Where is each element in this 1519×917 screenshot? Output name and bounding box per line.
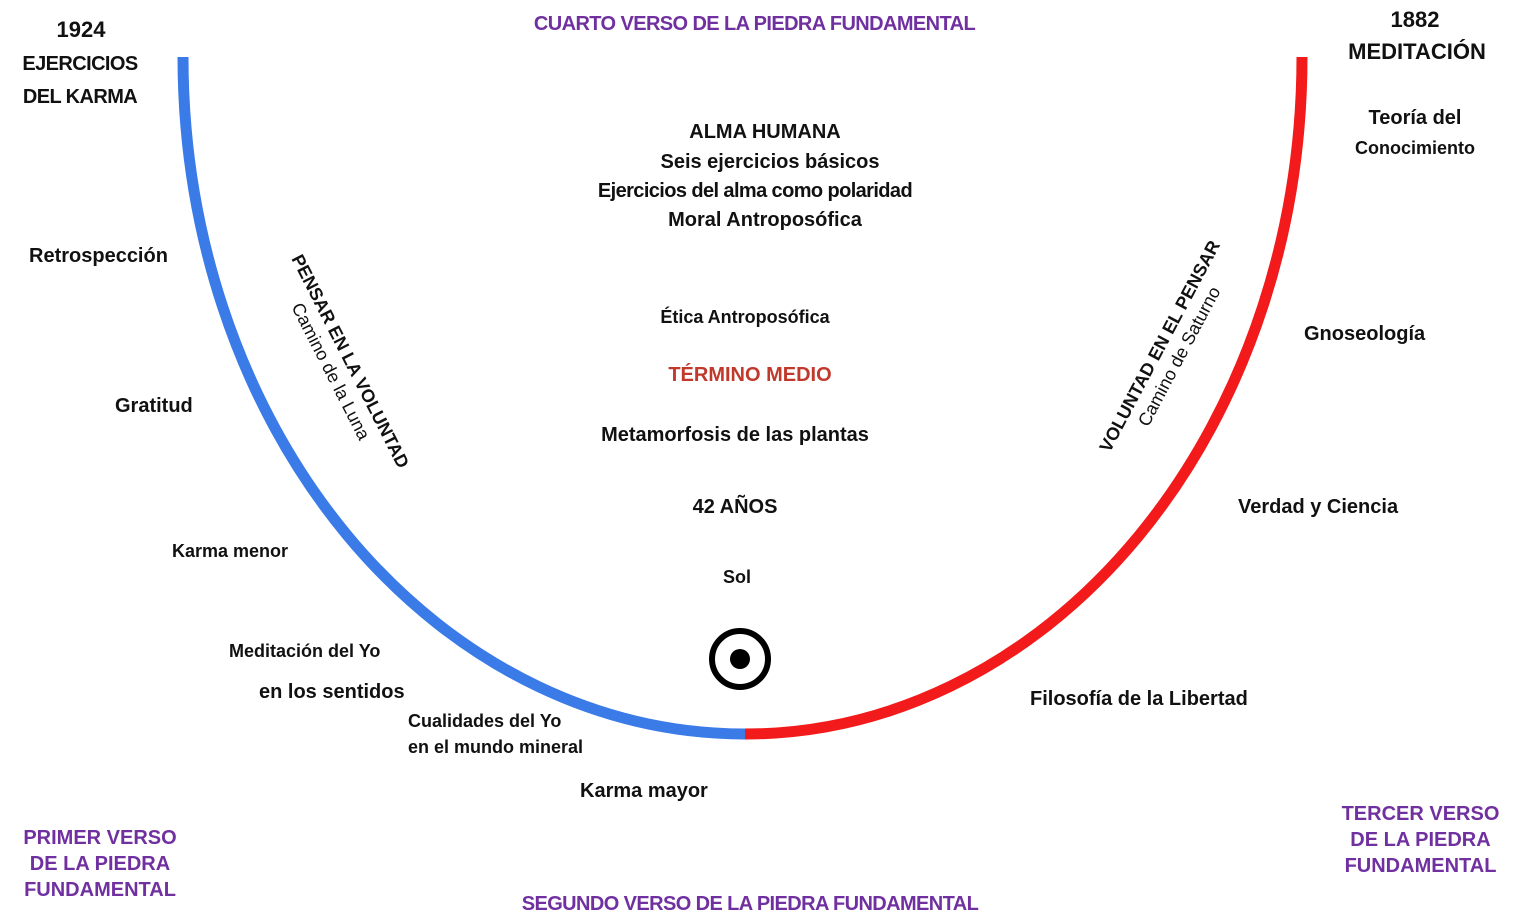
teoria-line2: Conocimiento (1355, 138, 1475, 158)
moral-antroposofica-text: Moral Antroposófica (668, 209, 862, 231)
edad-label: 42 AÑOS (692, 496, 778, 518)
alma-humana-heading: ALMA HUMANA (689, 121, 841, 143)
ejercicios-polaridad-text: Ejercicios del alma como polaridad (597, 180, 913, 202)
right-arc-red (744, 56, 1308, 740)
tercer-verso-line3: FUNDAMENTAL (1344, 855, 1497, 877)
primer-verso-line3: FUNDAMENTAL (24, 879, 176, 901)
retrospeccion-label: Retrospección (29, 245, 168, 267)
right-year: 1882 (1390, 7, 1440, 32)
filosofia-libertad-label: Filosofía de la Libertad (1030, 688, 1248, 710)
etica-antroposofica-text: Ética Antroposófica (660, 307, 830, 327)
metamorfosis-text: Metamorfosis de las plantas (601, 424, 869, 446)
seis-ejercicios-text: Seis ejercicios básicos (660, 151, 880, 173)
meditacion-yo-label: Meditación del Yo (229, 641, 381, 661)
en-los-sentidos-label: en los sentidos (259, 681, 405, 703)
primer-verso-line2: DE LA PIEDRA (29, 853, 171, 875)
gnoseologia-label: Gnoseología (1304, 323, 1426, 345)
circled-dot-icon (709, 628, 771, 690)
tercer-verso-line1: TERCER VERSO (1341, 803, 1500, 825)
top-verse-title: CUARTO VERSO DE LA PIEDRA FUNDAMENTAL (533, 13, 976, 35)
bottom-verse-title: SEGUNDO VERSO DE LA PIEDRA FUNDAMENTAL (521, 893, 979, 915)
left-heading-line2: DEL KARMA (22, 86, 138, 108)
verdad-ciencia-label: Verdad y Ciencia (1238, 496, 1399, 518)
karma-menor-label: Karma menor (172, 541, 289, 561)
sol-label: Sol (722, 567, 751, 587)
tercer-verso-line2: DE LA PIEDRA (1350, 829, 1491, 851)
karma-mayor-label: Karma mayor (580, 780, 708, 802)
left-year: 1924 (56, 17, 106, 42)
termino-medio-label: TÉRMINO MEDIO (668, 364, 832, 386)
gratitud-label: Gratitud (115, 395, 193, 417)
right-heading: MEDITACIÓN (1348, 39, 1486, 64)
tercer-verso-block: TERCER VERSO DE LA PIEDRA FUNDAMENTAL (1333, 801, 1508, 879)
primer-verso-line1: PRIMER VERSO (23, 827, 177, 849)
cualidades-line2: en el mundo mineral (408, 737, 584, 757)
cualidades-line1: Cualidades del Yo (408, 711, 562, 731)
left-arc-blue (177, 56, 746, 740)
left-heading-line1: EJERCICIOS (22, 53, 138, 75)
teoria-line1: Teoría del (1368, 107, 1462, 129)
primer-verso-block: PRIMER VERSO DE LA PIEDRA FUNDAMENTAL (15, 825, 185, 903)
